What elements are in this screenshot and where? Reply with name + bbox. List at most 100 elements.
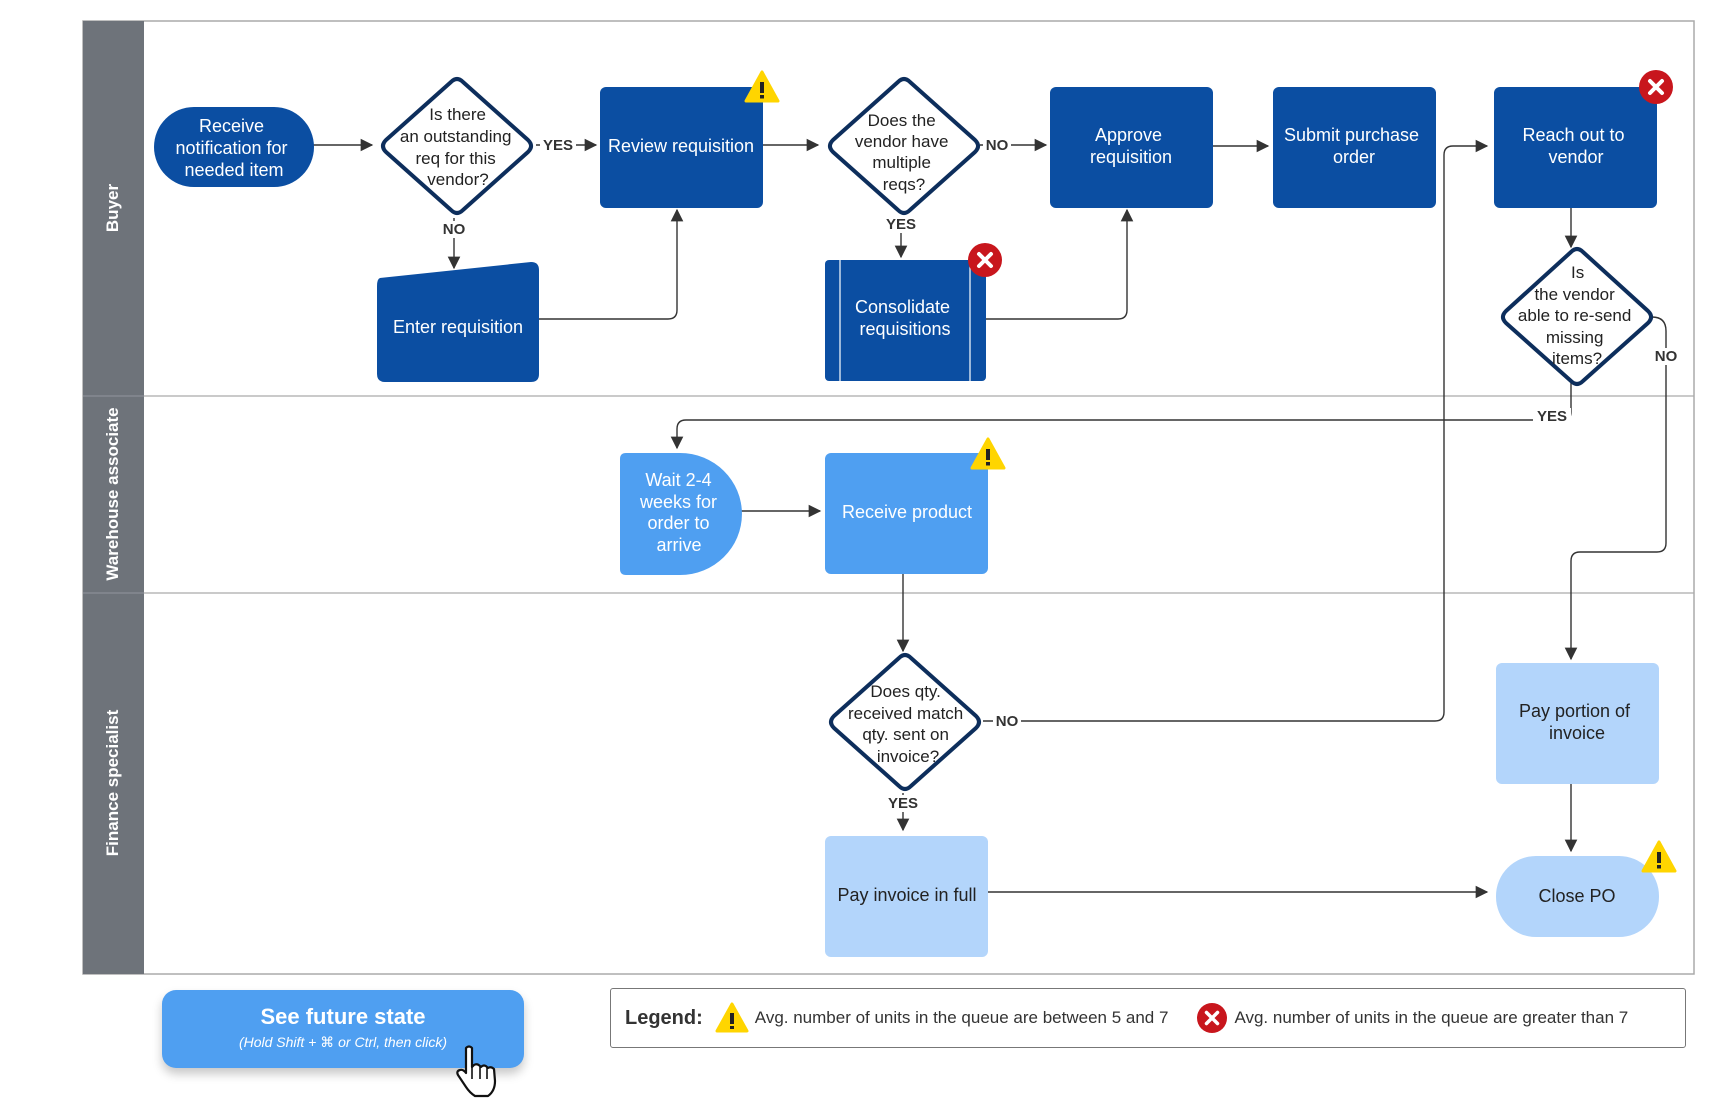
svg-text:Pay portion of invoice: Pay portion of invoice xyxy=(1519,701,1635,743)
node-line: vendor? xyxy=(427,170,488,189)
node-line: Pay invoice in full xyxy=(837,885,976,905)
node-line: an outstanding xyxy=(400,127,512,146)
node-line: order xyxy=(1333,147,1375,167)
node-line: Receive product xyxy=(842,502,972,522)
svg-text:Does the vendor have: Does the vendor have multiple reqs? xyxy=(855,111,953,194)
svg-text:Consolidate requisitions: Consolidate requisitions xyxy=(855,297,955,339)
svg-text:Receive product: Receive product xyxy=(842,502,972,522)
edge-consolidate-to-approve xyxy=(978,208,1134,320)
svg-text:Approve requisition: Approve requisition xyxy=(1090,125,1172,167)
node-line: invoice xyxy=(1549,723,1605,743)
node-line: requisitions xyxy=(859,319,950,339)
see-future-state-button[interactable]: See future state (Hold Shift + ⌘ or Ctrl… xyxy=(162,990,524,1068)
node-line: Receive xyxy=(199,116,264,136)
node-line: arrive xyxy=(656,535,701,555)
svg-text:Reach out to vendor: Reach out to vendor xyxy=(1522,125,1629,167)
error-icon xyxy=(1637,68,1675,106)
node-line: Is there xyxy=(429,105,486,124)
node-line: req for this xyxy=(415,149,495,168)
svg-text:Is the vendor able: Is the vendor able to re-send missing it… xyxy=(1518,263,1636,368)
edge-label-no: NO xyxy=(443,221,466,238)
error-icon xyxy=(1197,1003,1228,1033)
node-line: vendor have xyxy=(855,132,949,151)
svg-text:Wait 2-4 weeks for: Wait 2-4 weeks for order to arrive xyxy=(639,470,722,555)
svg-text:Does qty. received match: Does qty. received match qty. sent on in… xyxy=(848,682,968,766)
lane-label-buyer: Buyer xyxy=(103,184,122,233)
node-qty-match-decision[interactable]: Does qty. received match qty. sent on in… xyxy=(829,653,981,791)
cta-subtitle: (Hold Shift + ⌘ or Ctrl, then click) xyxy=(238,1034,448,1050)
node-line: notification for xyxy=(175,138,287,158)
node-line: Approve xyxy=(1095,125,1162,145)
node-consolidate-requisitions[interactable]: Consolidate requisitions xyxy=(825,241,1004,381)
node-line: Enter requisition xyxy=(393,317,523,337)
node-line: Pay portion of xyxy=(1519,701,1631,721)
node-line: Does the xyxy=(868,111,936,130)
warning-icon xyxy=(715,1002,749,1033)
legend-title: Legend: xyxy=(625,1006,703,1029)
node-line: Does qty. xyxy=(870,682,941,701)
node-line: the vendor xyxy=(1534,285,1615,304)
edge-enter-to-review xyxy=(534,208,684,320)
legend-warning-text: Avg. number of units in the queue are be… xyxy=(754,1008,1169,1027)
node-submit-purchase-order[interactable]: Submit purchase order xyxy=(1273,87,1436,208)
svg-text:Close PO: Close PO xyxy=(1538,886,1615,906)
node-line: qty. sent on xyxy=(862,725,949,744)
node-line: Wait 2-4 xyxy=(645,470,711,490)
node-line: multiple xyxy=(872,153,931,172)
lane-label-warehouse: Warehouse associate xyxy=(103,407,122,580)
edge-label-no: NO xyxy=(996,713,1019,730)
node-line: Submit purchase xyxy=(1284,125,1419,145)
node-close-po[interactable]: Close PO xyxy=(1496,840,1677,937)
node-pay-portion-invoice[interactable]: Pay portion of invoice xyxy=(1496,663,1659,784)
edge-label-yes: YES xyxy=(886,216,916,233)
node-line: Is xyxy=(1571,263,1584,282)
node-line: invoice? xyxy=(877,747,939,766)
legend-item-error: Avg. number of units in the queue are gr… xyxy=(1196,1002,1628,1034)
node-line: reqs? xyxy=(883,175,926,194)
node-line: received match xyxy=(848,704,963,723)
edge-label-no: NO xyxy=(1655,348,1678,365)
node-reach-out-to-vendor[interactable]: Reach out to vendor xyxy=(1494,68,1675,208)
hand-pointer-icon xyxy=(456,1045,497,1098)
node-line: Consolidate xyxy=(855,297,950,317)
legend: Legend: Avg. number of units in the queu… xyxy=(610,988,1686,1048)
node-enter-requisition[interactable]: Enter requisition xyxy=(377,262,539,382)
edge-label-no: NO xyxy=(986,137,1009,154)
legend-error-text: Avg. number of units in the queue are gr… xyxy=(1234,1008,1629,1027)
node-wait-for-order[interactable]: Wait 2-4 weeks for order to arrive xyxy=(620,453,742,575)
edge-labels: YES NO NO YES YES NO NO YES xyxy=(441,137,1680,812)
node-line: vendor xyxy=(1548,147,1603,167)
node-line: needed item xyxy=(184,160,283,180)
error-icon xyxy=(966,241,1004,279)
edge-label-yes: YES xyxy=(543,137,573,154)
node-line: able to re-send xyxy=(1518,306,1631,325)
lane-label-finance: Finance specialist xyxy=(103,709,122,856)
cta-title: See future state xyxy=(260,1004,426,1029)
node-line: weeks for xyxy=(639,492,717,512)
node-review-requisition[interactable]: Review requisition xyxy=(600,70,780,208)
node-line: Reach out to xyxy=(1522,125,1624,145)
node-approve-requisition[interactable]: Approve requisition xyxy=(1050,87,1213,208)
node-pay-invoice-full[interactable]: Pay invoice in full xyxy=(825,836,988,957)
edge-qty-no xyxy=(983,139,1489,722)
node-receive-product[interactable]: Receive product xyxy=(825,437,1006,574)
node-multiple-reqs-decision[interactable]: Does the vendor have multiple reqs? xyxy=(828,77,980,215)
node-outstanding-req-decision[interactable]: Is there an outstanding req for this ven… xyxy=(381,77,533,215)
edge-label-yes: YES xyxy=(888,795,918,812)
svg-text:Enter requisition: Enter requisition xyxy=(393,317,523,337)
svg-text:Is there an outstanding: Is there an outstanding req for this ven… xyxy=(400,105,516,189)
edge-resend-no xyxy=(1564,316,1667,661)
svg-text:Review requisition: Review requisition xyxy=(608,136,754,156)
svg-text:Pay invoice in full: Pay invoice in full xyxy=(837,885,976,905)
legend-item-warning: Avg. number of units in the queue are be… xyxy=(715,1002,1169,1034)
node-line: order to xyxy=(647,513,709,533)
svg-text:Submit purchase order: Submit purchase order xyxy=(1284,125,1424,167)
node-receive-notification[interactable]: Receive notification for needed item xyxy=(154,107,314,187)
node-line: missing xyxy=(1546,328,1604,347)
node-resend-decision[interactable]: Is the vendor able to re-send missing it… xyxy=(1501,247,1653,386)
node-line: Review requisition xyxy=(608,136,754,156)
svg-text:Receive notification for: Receive notification for needed item xyxy=(175,116,292,180)
edge-label-yes: YES xyxy=(1537,408,1567,425)
node-line: items? xyxy=(1552,349,1602,368)
